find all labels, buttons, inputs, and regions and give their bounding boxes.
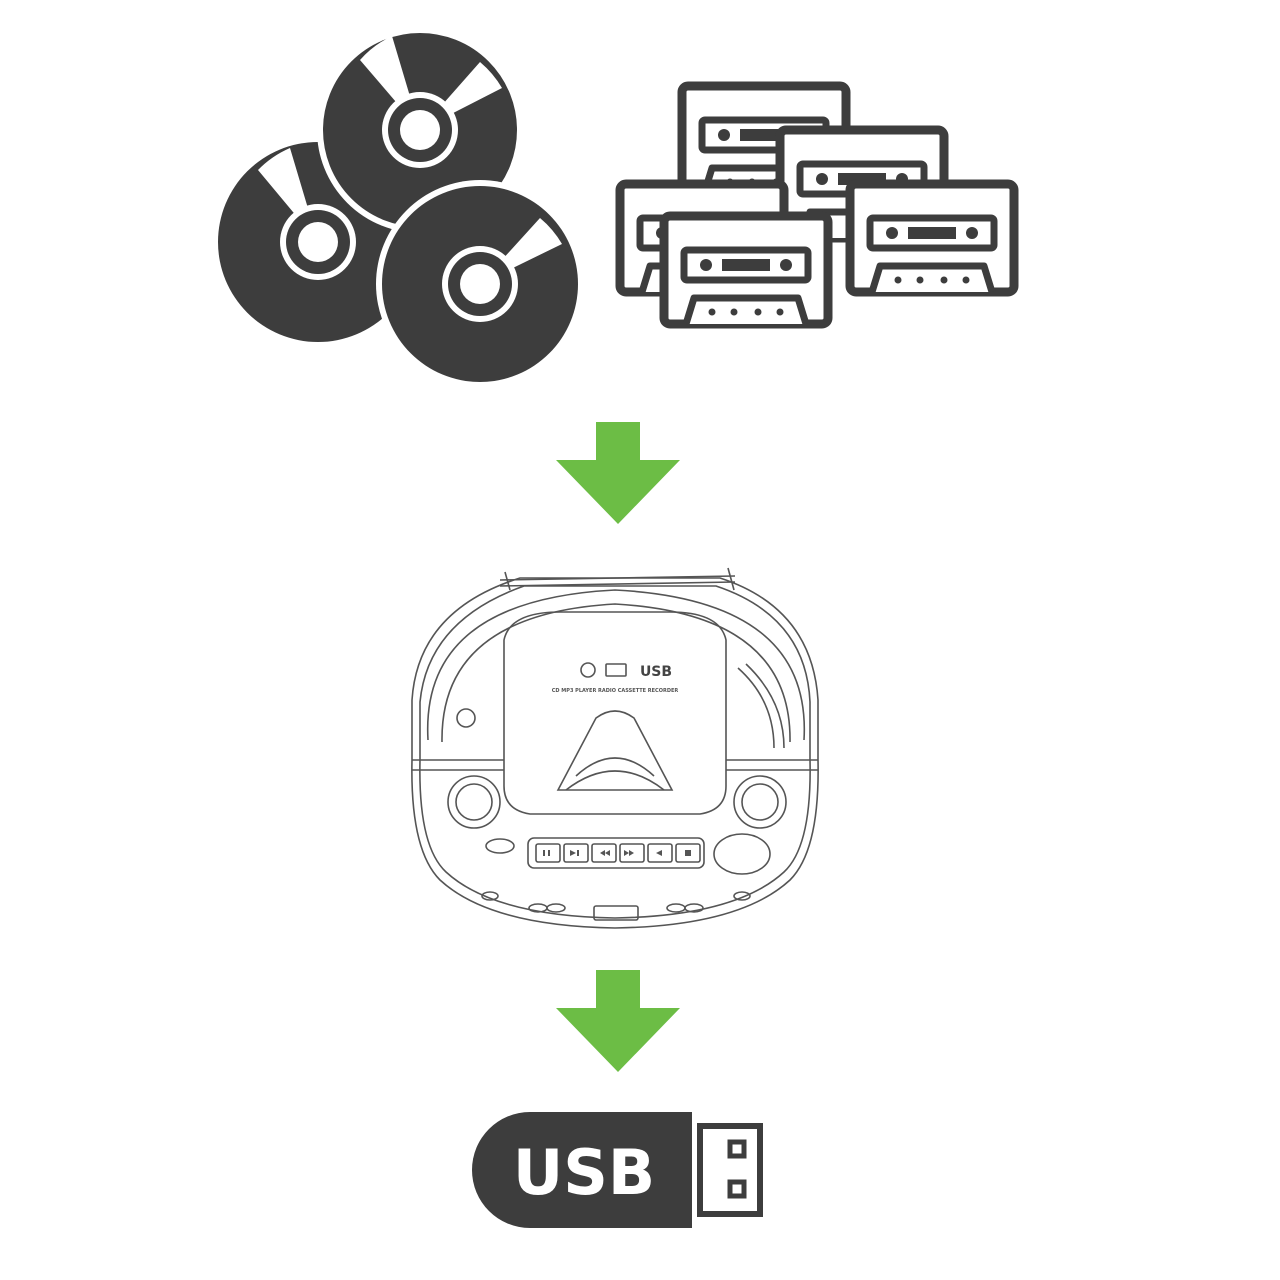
usb-flash-drive-icon <box>472 1112 763 1228</box>
cassette-stack-icon <box>620 86 1014 324</box>
cassette-icon <box>664 216 828 324</box>
cd-stack-icon <box>206 27 584 388</box>
cd-icon <box>317 27 523 233</box>
device-caption: CD MP3 PLAYER RADIO CASSETTE RECORDER <box>552 688 679 694</box>
cd-cassette-boombox-icon <box>411 567 819 929</box>
transport-button-icons <box>543 850 691 856</box>
usb-drive-label: USB <box>513 1136 655 1209</box>
cd-icon <box>376 180 584 388</box>
arrow-down-icon <box>556 422 680 524</box>
arrow-down-icon <box>556 970 680 1072</box>
cassette-icon <box>850 184 1014 292</box>
device-usb-badge: USB <box>640 664 672 680</box>
